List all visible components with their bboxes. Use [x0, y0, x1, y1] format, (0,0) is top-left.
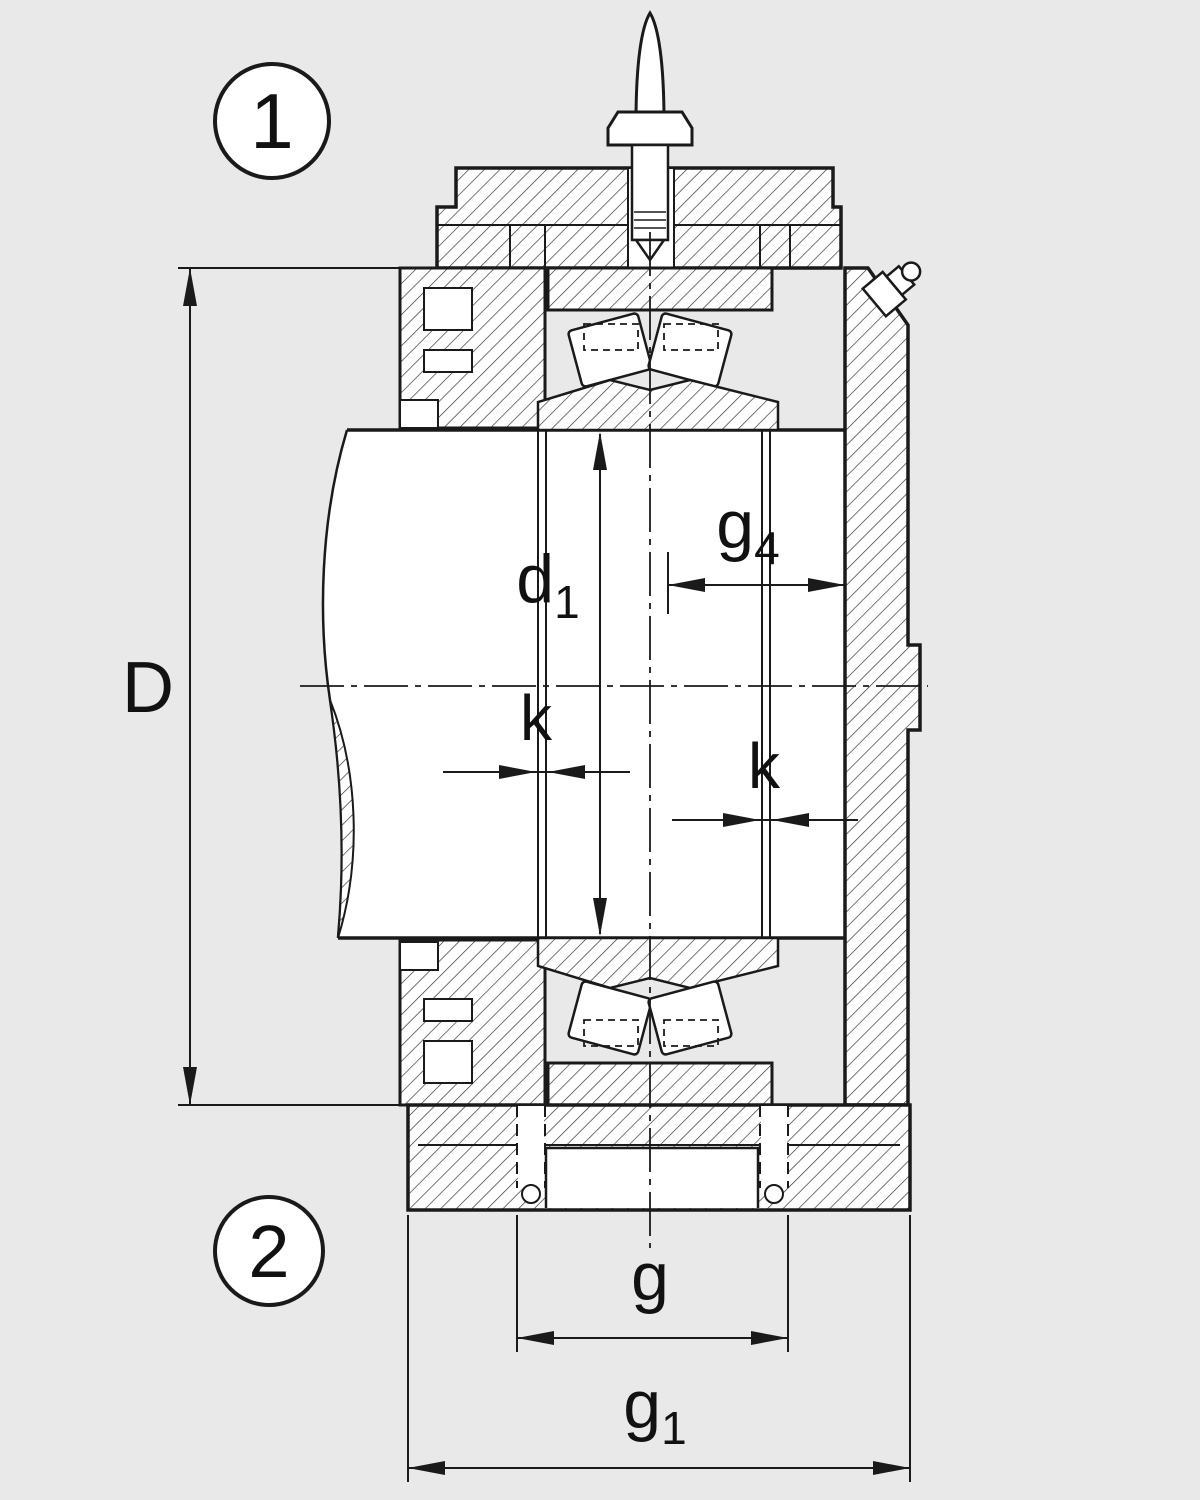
housing-upper-left-seal-block — [398, 266, 547, 430]
upper-bearing-outer-ring — [546, 266, 774, 312]
callout-2-circle — [213, 1195, 325, 1307]
callout-1: 1 — [213, 62, 331, 180]
lower-bearing-cage-left — [583, 1019, 639, 1047]
base-bolt-spotface-right — [764, 1184, 784, 1204]
dim-g4-label: g4 — [716, 487, 779, 574]
shaft — [321, 428, 846, 940]
dim-k-right-label: k — [748, 730, 781, 802]
dimension-k-left: k — [443, 682, 630, 779]
base-bolt-hole-left — [518, 1106, 544, 1188]
dim-g-label: g — [631, 1239, 669, 1315]
stud-shank — [630, 143, 670, 242]
upper-bearing-inner-ring — [536, 378, 780, 432]
dimension-k-right: k — [672, 730, 858, 827]
dimension-d1: d1 — [516, 432, 607, 936]
base-bolt-hole-right — [761, 1106, 787, 1188]
housing-base — [406, 1103, 912, 1212]
lower-bearing-cage-right — [663, 1019, 719, 1047]
dim-d1-label: d1 — [516, 541, 579, 628]
grease-nipple — [861, 261, 922, 318]
callout-1-label: 1 — [250, 77, 293, 165]
centerlines — [300, 232, 928, 1248]
upper-bearing — [536, 266, 780, 432]
stud-collar — [606, 110, 694, 147]
stud-tip — [634, 10, 666, 124]
base-bolt-spotface-left — [521, 1184, 541, 1204]
dimension-D: D — [122, 267, 402, 1106]
upper-bearing-cage-left — [583, 323, 639, 351]
base-center-recess — [546, 1149, 758, 1208]
dim-g1-label: g1 — [623, 1367, 686, 1454]
dim-D-label: D — [122, 648, 174, 728]
upper-bearing-cage-right — [663, 323, 719, 351]
dimension-g1: g1 — [407, 1215, 911, 1482]
lower-bearing-outer-ring — [546, 1061, 774, 1107]
lower-bearing-inner-ring — [536, 936, 780, 990]
dimension-g: g — [516, 1215, 789, 1352]
callout-2: 2 — [213, 1195, 325, 1307]
lower-bearing — [536, 936, 780, 1107]
dim-k-left-label: k — [520, 682, 553, 754]
lower-bearing-roller-left — [567, 980, 653, 1056]
shaft-break-hatch — [329, 699, 355, 939]
dimension-g4: g4 — [667, 487, 845, 614]
housing-lower-left-seal-block — [398, 938, 547, 1107]
callout-1-circle — [213, 62, 331, 180]
callout-2-label: 2 — [248, 1210, 289, 1293]
